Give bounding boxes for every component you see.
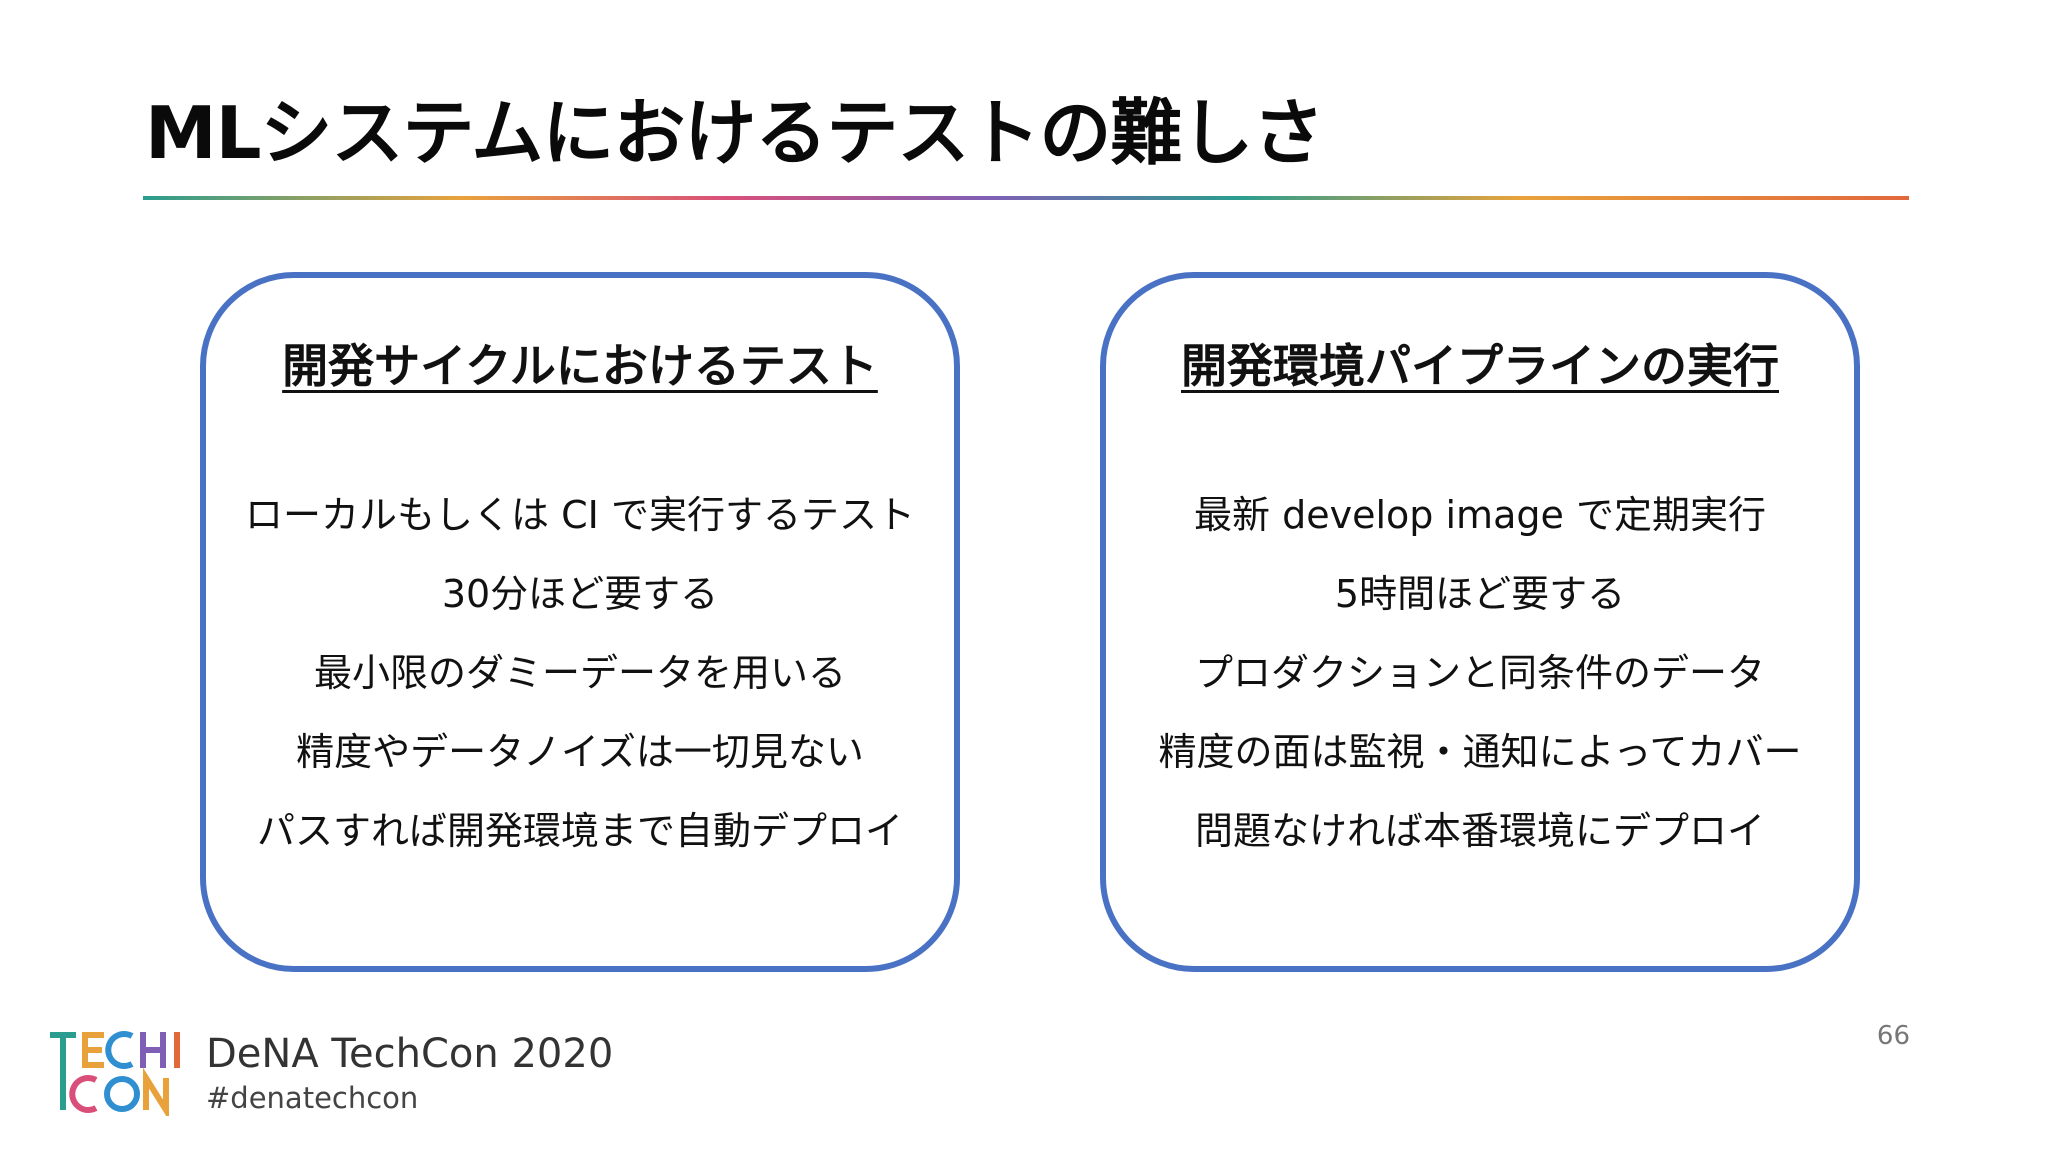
list-item: パスすれば開発環境まで自動デプロイ: [256, 809, 903, 853]
panel-heading-text: 開発サイクルにおけるテスト: [282, 339, 878, 393]
slide-title: MLシステムにおけるテストの難しさ: [145, 91, 1324, 175]
event-name: DeNA TechCon 2020: [206, 1031, 614, 1077]
panel-heading: 開発サイクルにおけるテスト: [206, 334, 954, 398]
list-item: 最新 develop image で定期実行: [1194, 493, 1766, 537]
list-item: 30分ほど要する: [441, 572, 719, 616]
panel-heading: 開発環境パイプラインの実行: [1106, 334, 1854, 398]
techcon-logo: [50, 1031, 180, 1116]
list-item: 5時間ほど要する: [1334, 572, 1626, 616]
list-item: 問題なければ本番環境にデプロイ: [1194, 809, 1765, 853]
list-item: プロダクションと同条件のデータ: [1194, 651, 1765, 695]
page-number: 66: [1876, 1021, 1910, 1051]
dev-cycle-test-panel: 開発サイクルにおけるテスト ローカルもしくは CI で実行するテスト 30分ほど…: [200, 272, 960, 972]
panel-item-list: 最新 develop image で定期実行 5時間ほど要する プロダクションと…: [1106, 476, 1854, 871]
title-divider: [143, 196, 1909, 200]
panel-item-list: ローカルもしくは CI で実行するテスト 30分ほど要する 最小限のダミーデータ…: [206, 476, 954, 871]
event-hashtag: #denatechcon: [206, 1081, 419, 1115]
dev-pipeline-panel: 開発環境パイプラインの実行 最新 develop image で定期実行 5時間…: [1100, 272, 1860, 972]
list-item: 精度の面は監視・通知によってカバー: [1158, 730, 1802, 774]
list-item: ローカルもしくは CI で実行するテスト: [245, 493, 915, 537]
list-item: 精度やデータノイズは一切見ない: [296, 730, 864, 774]
list-item: 最小限のダミーデータを用いる: [313, 651, 846, 695]
panel-heading-text: 開発環境パイプラインの実行: [1181, 339, 1779, 393]
